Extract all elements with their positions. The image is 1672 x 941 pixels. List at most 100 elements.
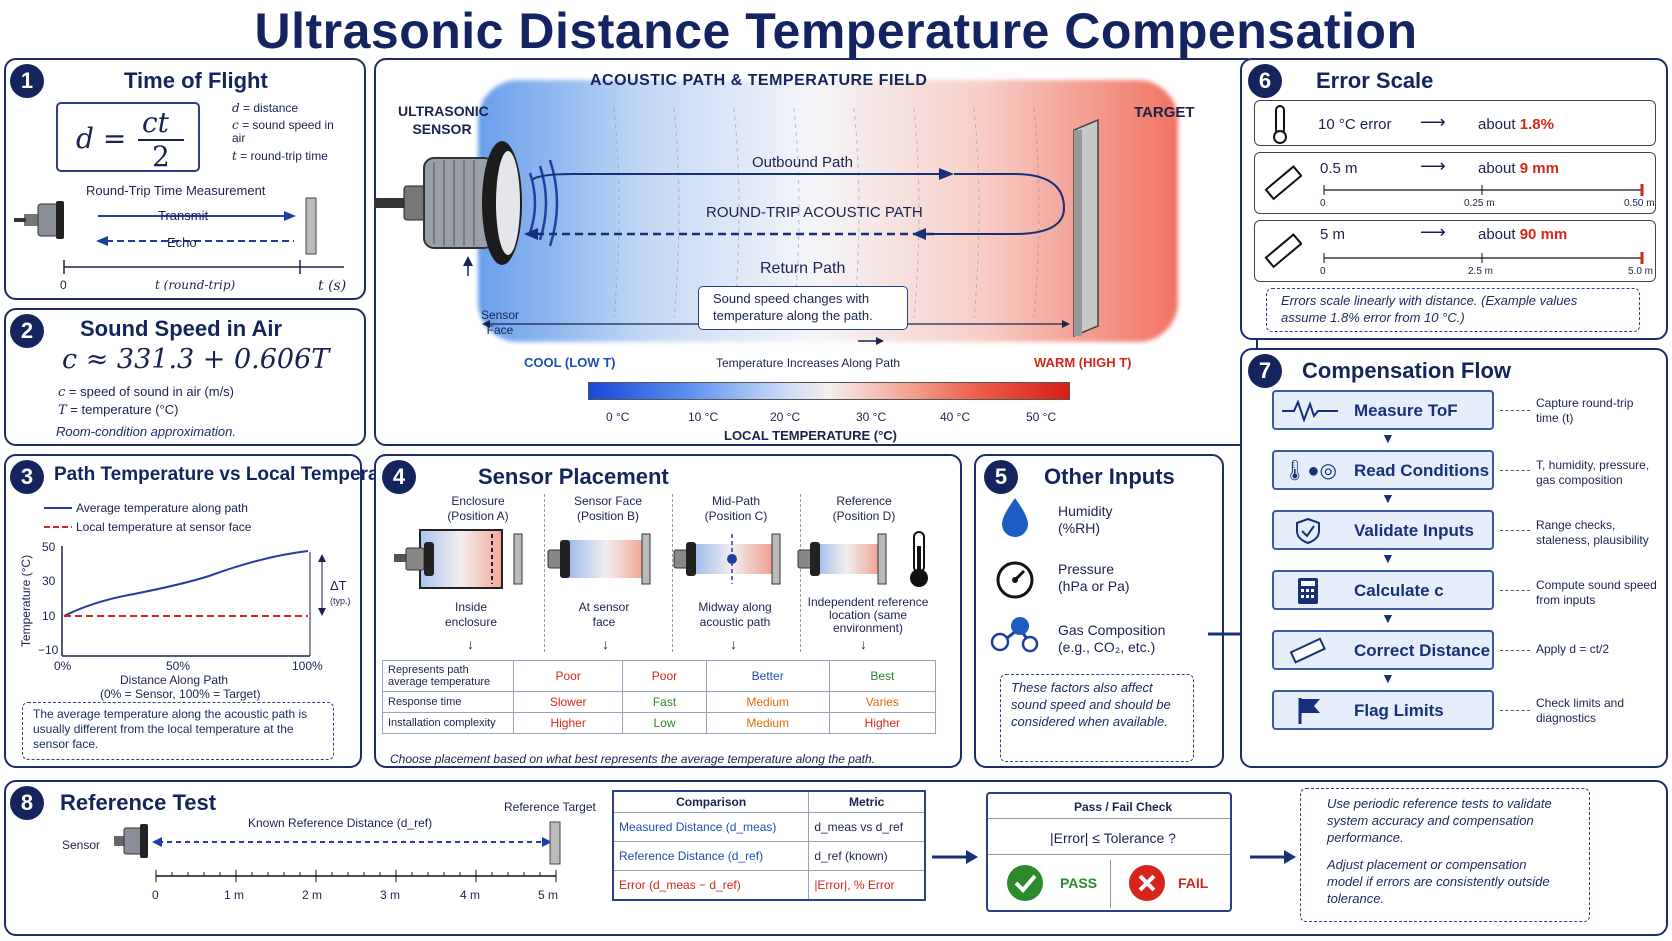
outbound-label: Outbound Path	[752, 154, 853, 171]
position-a-heading: Enclosure(Position A)	[447, 494, 509, 523]
panel-number-badge: 8	[10, 786, 44, 820]
panel-number-badge: 3	[10, 460, 44, 494]
target-plate-icon	[1073, 118, 1099, 338]
flow-note: Range checks, staleness, plausibility	[1536, 518, 1649, 547]
cell-d: Higher	[828, 712, 937, 734]
row-label: Represents path average temperature	[382, 660, 514, 692]
sensor-label: Sensor	[62, 838, 101, 852]
pass-label: PASS	[1060, 875, 1098, 891]
dash-connector	[1500, 530, 1530, 531]
panel-time-of-flight	[4, 58, 366, 300]
cell-a: Higher	[512, 712, 624, 734]
legend-T: T = temperature (°C)	[58, 402, 179, 418]
fail-icon	[1129, 865, 1165, 901]
other-inputs-note: These factors also affect sound speed an…	[1000, 674, 1194, 762]
scale-tick: 0.25 m	[1464, 198, 1495, 209]
cell-metric: d_meas vs d_ref	[808, 812, 926, 842]
ruler-tick: 4 m	[460, 888, 481, 902]
cell-comparison: Reference Distance (d_ref)	[612, 841, 810, 871]
temperature-colorbar	[588, 382, 1070, 400]
panel-title: Time of Flight	[124, 68, 268, 93]
colorbar-tick-0: 0 °C	[606, 410, 630, 424]
acoustic-path-diagram	[374, 107, 1099, 345]
placement-note: Choose placement based on what best repr…	[390, 752, 875, 766]
placement-table: Represents path average temperature Poor…	[382, 660, 937, 734]
comparison-table: Comparison Metric Measured Distance (d_m…	[612, 790, 926, 901]
note-adjust-placement: Adjust placement or compensation model i…	[1327, 857, 1550, 906]
x-axis-sub: (0% = Sensor, 100% = Target)	[100, 687, 261, 701]
table-row: Represents path average temperature Poor…	[382, 660, 937, 692]
panel-path-vs-local	[4, 454, 362, 768]
reference-test-diagram	[114, 821, 561, 882]
outbound-path	[531, 173, 944, 181]
position-b-heading: Sensor Face(Position B)	[573, 494, 643, 523]
panel-number-badge: 1	[10, 64, 44, 98]
cell-c: Better	[705, 660, 830, 692]
arrow-down: ↓	[467, 636, 474, 652]
calculator-icon	[1298, 578, 1318, 604]
colorbar-tick-50: 50 °C	[1026, 410, 1057, 424]
flag-icon	[1298, 698, 1320, 724]
pass-fail-box	[986, 792, 1232, 912]
cell-b: Low	[622, 712, 707, 734]
formula-numerator: ct	[142, 106, 169, 139]
flow-step-correct-distance: Correct Distance	[1272, 630, 1494, 670]
enclosure-illustration	[394, 529, 523, 589]
humidity-label: Humidity(%RH)	[1058, 503, 1113, 536]
shield-icon	[1296, 517, 1320, 545]
colorbar-label: LOCAL TEMPERATURE (°C)	[724, 428, 897, 443]
tolerance-expression: |Error| ≤ Tolerance ?	[1050, 830, 1176, 846]
reference-target-label: Reference Target	[504, 800, 596, 814]
known-distance-label: Known Reference Distance (d_ref)	[248, 816, 433, 830]
scale-tick: 5.0 m	[1628, 266, 1654, 277]
position-d-desc: Independent reference location (same env…	[807, 595, 929, 635]
colorbar-tick-30: 30 °C	[856, 410, 887, 424]
position-a-desc: Inside enclosure	[444, 600, 498, 629]
error-row-temp	[1254, 100, 1656, 146]
panel-title: Path Temperature vs Local Temperature	[54, 464, 415, 485]
cell-c: Medium	[705, 691, 830, 713]
flow-arrow: ▼	[1381, 610, 1395, 626]
waveform-icon	[1282, 400, 1338, 422]
ruler-icon	[1264, 165, 1302, 201]
panel-title: Sound Speed in Air	[80, 316, 283, 341]
center-title: ACOUSTIC PATH & TEMPERATURE FIELD	[590, 72, 928, 89]
fraction-bar	[138, 139, 184, 141]
position-c-desc: Midway along acoustic path	[698, 600, 772, 629]
path-temperature-chart	[44, 507, 326, 657]
scale-tick: 0.50 m	[1624, 198, 1655, 209]
row-label: Installation complexity	[382, 712, 514, 734]
error-scale-note: Errors scale linearly with distance. (Ex…	[1266, 288, 1640, 332]
panel-title: Error Scale	[1316, 68, 1434, 93]
dash-connector	[1500, 410, 1530, 411]
dash-connector	[1500, 710, 1530, 711]
ultrasonic-sensor-icon	[374, 141, 522, 265]
cell-metric: |Error|, % Error	[808, 870, 926, 901]
transmit-label: Transmit	[158, 208, 209, 223]
error-arrow: ⟶	[1420, 112, 1446, 132]
flow-arrow: ▼	[1381, 430, 1395, 446]
error-left: 10 °C error	[1318, 116, 1392, 133]
divider	[988, 818, 1230, 819]
panel-number-badge: 6	[1248, 64, 1282, 98]
error-left: 5 m	[1320, 226, 1346, 243]
flow-arrow: ▼	[1381, 550, 1395, 566]
delta-label: ΔT	[330, 578, 347, 593]
sensor-icon	[114, 824, 148, 858]
field-lines	[613, 107, 1040, 319]
flow-step-validate-inputs: Validate Inputs	[1272, 510, 1494, 550]
position-d-heading: Reference(Position D)	[832, 494, 896, 523]
panel-title: Reference Test	[60, 790, 217, 815]
error-value: about 1.8%	[1478, 116, 1554, 133]
arrow-down: ↓	[730, 636, 737, 652]
x-tick: 0%	[54, 659, 72, 673]
error-value: about 9 mm	[1478, 160, 1559, 177]
panel-number-badge: 5	[984, 460, 1018, 494]
cell-metric: d_ref (known)	[808, 841, 926, 871]
ruler-tick: 2 m	[302, 888, 323, 902]
scale-tick: 2.5 m	[1468, 266, 1494, 277]
cell-a: Poor	[512, 660, 624, 692]
delta-sub: (typ.)	[330, 596, 351, 606]
panel-title: Other Inputs	[1044, 464, 1175, 489]
cell-comparison: Measured Distance (d_meas)	[612, 812, 810, 842]
